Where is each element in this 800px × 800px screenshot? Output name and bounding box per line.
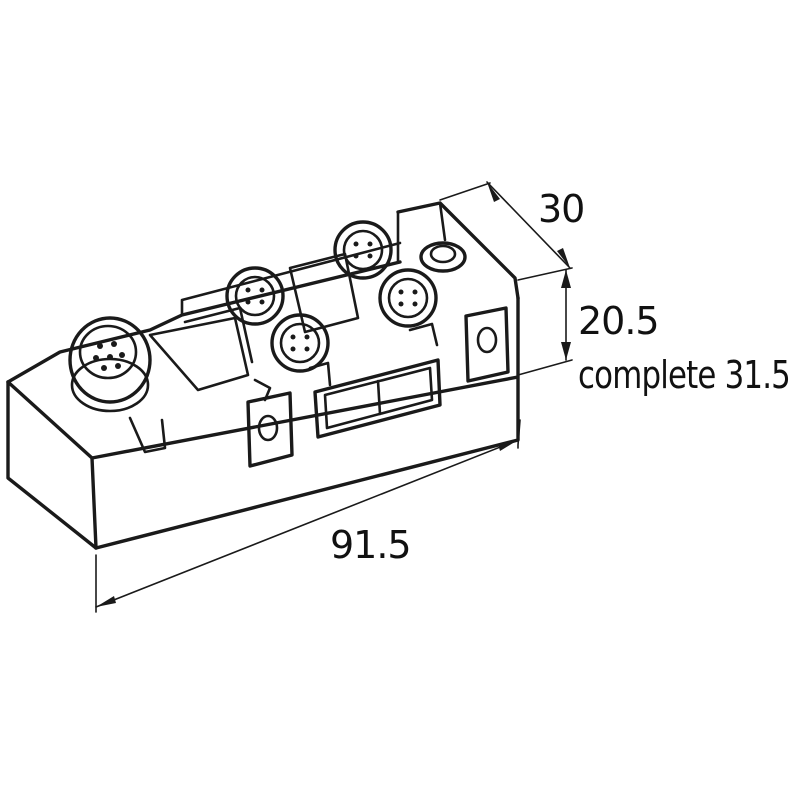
plug-inner-ring: [78, 324, 138, 380]
length-arrow-left: [96, 596, 116, 607]
plug-outer-ring: [68, 316, 152, 404]
height-extension-bottom: [517, 359, 573, 376]
mounting-hole-top: [419, 241, 467, 273]
plug-pin: [101, 365, 107, 371]
plug-pin: [97, 343, 103, 349]
plug-pin: [93, 355, 99, 361]
housing-front-face: [6, 296, 520, 550]
housing-top-left-edge: [6, 260, 402, 384]
plug-pin: [119, 352, 125, 358]
length-extension-right: [517, 419, 521, 449]
m12-plug: [68, 316, 152, 413]
plug-pin: [111, 341, 117, 347]
dimension-lines: [95, 181, 573, 613]
depth-extension-bottom: [517, 267, 573, 281]
height-complete-label: complete 31.5: [578, 353, 790, 397]
length-label: 91.5: [330, 523, 411, 567]
length-arrow-right: [498, 440, 518, 451]
housing-front-edge: [90, 456, 98, 550]
depth-label: 30: [538, 187, 584, 231]
label-plate-left: [148, 316, 250, 392]
housing: [6, 201, 520, 550]
socket-3: [333, 220, 393, 280]
label-plate-right: [288, 252, 360, 334]
depth-dimension-line: [486, 181, 571, 269]
length-dimension-line: [95, 439, 519, 608]
housing-top-right-edge: [396, 201, 520, 300]
socket-1: [225, 266, 285, 326]
depth-arrow-bottom: [557, 248, 570, 268]
depth-extension-top: [439, 182, 491, 201]
height-label: 20.5: [578, 299, 659, 343]
label-plates: [148, 252, 360, 392]
height-arrow-top: [561, 270, 571, 288]
socket-4: [378, 268, 438, 328]
housing-top-step: [396, 201, 447, 264]
plug-pin: [107, 354, 113, 360]
plug-pin: [115, 363, 121, 369]
height-arrow-bottom: [561, 342, 571, 360]
depth-arrow-top: [487, 182, 500, 202]
mounting-tab-left: [246, 391, 294, 468]
m8-sockets: [225, 220, 438, 373]
socket-2: [270, 313, 330, 373]
front-clips: [128, 322, 439, 454]
mounting-tab-right: [464, 306, 510, 383]
led-window: [313, 358, 442, 439]
